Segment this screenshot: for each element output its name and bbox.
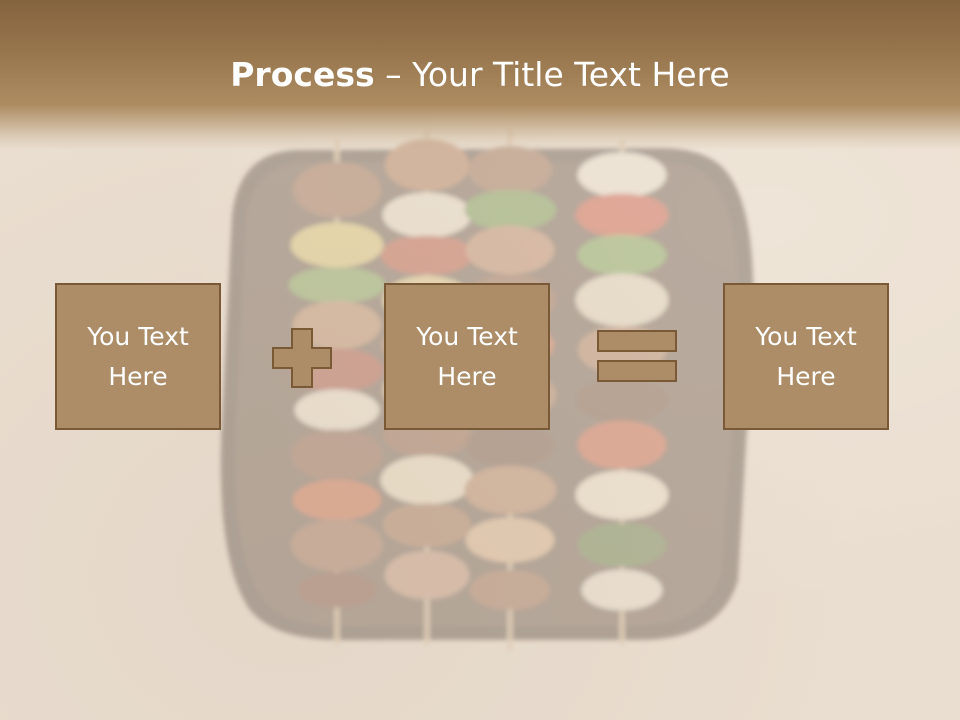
process-box-3-label: You Text Here	[755, 321, 857, 391]
title-text: Your Title Text Here	[412, 55, 730, 94]
title-separator: –	[374, 55, 413, 94]
slide-title: Process – Your Title Text Here	[0, 52, 960, 98]
process-box-2[interactable]: You Text Here	[384, 283, 550, 430]
equals-icon	[596, 329, 678, 385]
process-box-3[interactable]: You Text Here	[723, 283, 889, 430]
title-keyword: Process	[230, 55, 375, 94]
process-box-1[interactable]: You Text Here	[55, 283, 221, 430]
plus-icon	[271, 327, 333, 389]
title-bar	[0, 0, 960, 150]
process-box-2-label: You Text Here	[416, 321, 518, 391]
process-box-1-label: You Text Here	[87, 321, 189, 391]
